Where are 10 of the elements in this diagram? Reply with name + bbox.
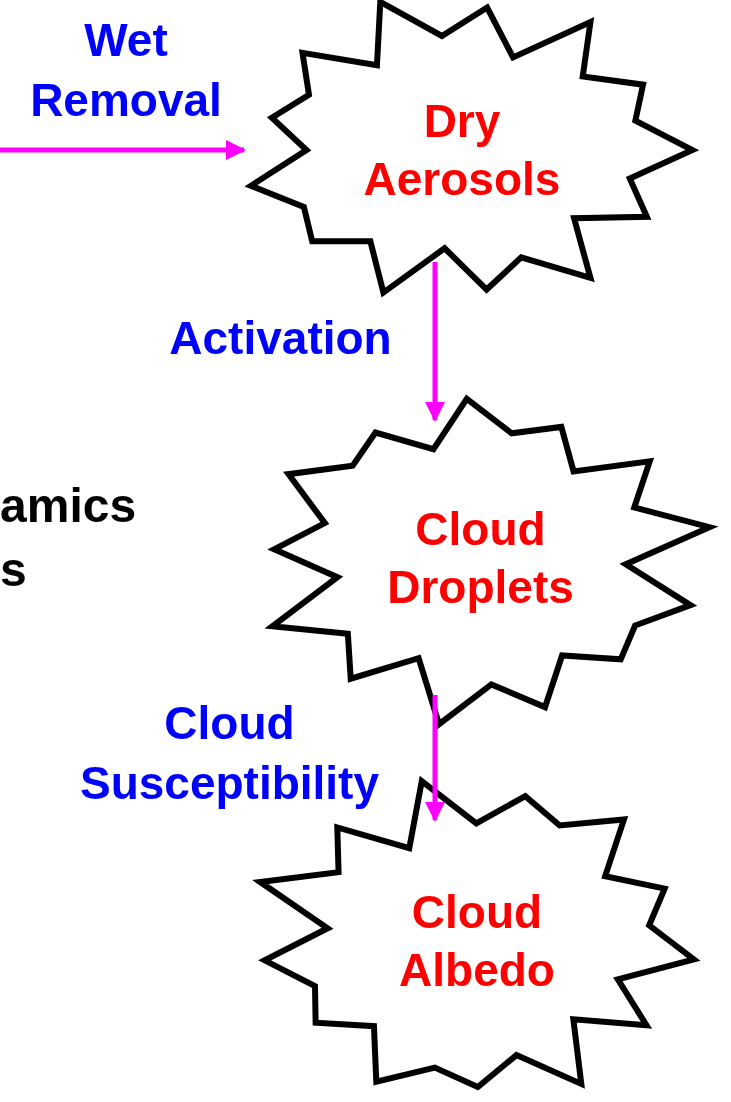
text-label: s [0, 542, 27, 598]
text-label: amics [0, 478, 137, 534]
edge-label: Activation [168, 311, 393, 366]
arrow [425, 695, 445, 822]
node-label: Cloud Droplets [386, 502, 575, 615]
edge-label: Wet Removal [29, 13, 223, 128]
edge-label: Cloud Susceptibility [78, 696, 381, 811]
node-label: Dry Aerosols [362, 94, 562, 207]
node-label: Cloud Albedo [398, 885, 556, 998]
arrow [0, 140, 246, 160]
